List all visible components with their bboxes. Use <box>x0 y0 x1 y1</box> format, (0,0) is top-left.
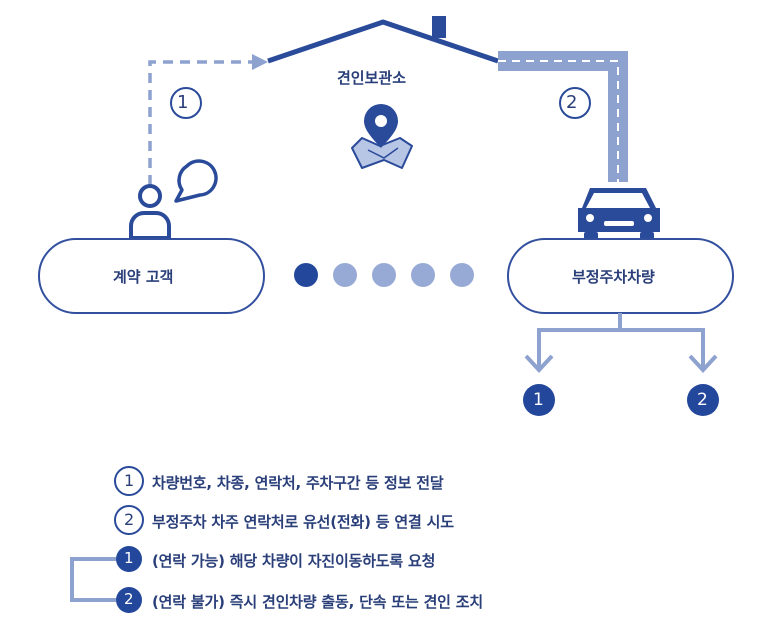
step-3-text: (연락 가능) 해당 차량이 자진이동하도록 요청 <box>152 552 436 570</box>
branch-1-badge <box>523 384 555 416</box>
branch-2-number: 2 <box>697 390 708 410</box>
chevron-down-icon <box>524 354 554 373</box>
legend-marker-1 <box>114 466 144 496</box>
branch-arrows <box>524 313 718 373</box>
legend-marker-2-text: 2 <box>124 510 135 529</box>
legend-marker-4 <box>116 587 142 613</box>
progress-dots <box>294 263 474 287</box>
step-2-text: 부정주차 차주 연락처로 유선(전화) 등 연결 시도 <box>152 513 454 531</box>
dot <box>411 263 435 287</box>
dot <box>333 263 357 287</box>
road-path-to-vehicle <box>498 51 628 182</box>
customer-pill <box>38 238 265 314</box>
branch-2-badge <box>687 384 719 416</box>
customer-label: 계약 고객 <box>113 268 174 286</box>
legend-marker-2 <box>114 505 144 535</box>
sub-step-bracket <box>70 557 116 602</box>
marker-step-1 <box>170 87 202 119</box>
dot <box>450 263 474 287</box>
chevron-down-icon <box>688 354 718 373</box>
marker-step-2 <box>559 87 591 119</box>
shelter-label: 견인보관소 <box>337 69 407 87</box>
legend-marker-4-text: 2 <box>124 590 134 608</box>
vehicle-label: 부정주차차량 <box>572 268 655 286</box>
branch-1-number: 1 <box>533 390 544 410</box>
legend-marker-3 <box>116 546 142 572</box>
dashed-path-to-shelter <box>148 54 268 185</box>
legend-marker-3-text: 1 <box>124 549 134 567</box>
speech-bubble-icon <box>174 159 218 203</box>
shelter-roof-icon <box>267 16 499 64</box>
legend-marker-1-text: 1 <box>124 471 135 490</box>
step-1-text: 차량번호, 차종, 연락처, 주차구간 등 정보 전달 <box>152 474 444 492</box>
car-icon <box>578 188 660 240</box>
chimney-icon <box>432 16 446 38</box>
dot-active <box>294 263 318 287</box>
step-4-text: (연락 불가) 즉시 견인차량 출동, 단속 또는 견인 조치 <box>152 593 483 611</box>
map-pin-icon <box>351 104 413 169</box>
path-2-number: 2 <box>566 92 578 113</box>
dot <box>372 263 396 287</box>
arrowhead-icon <box>252 54 268 70</box>
customer-person-icon <box>129 184 171 240</box>
path-1-number: 1 <box>177 92 189 113</box>
